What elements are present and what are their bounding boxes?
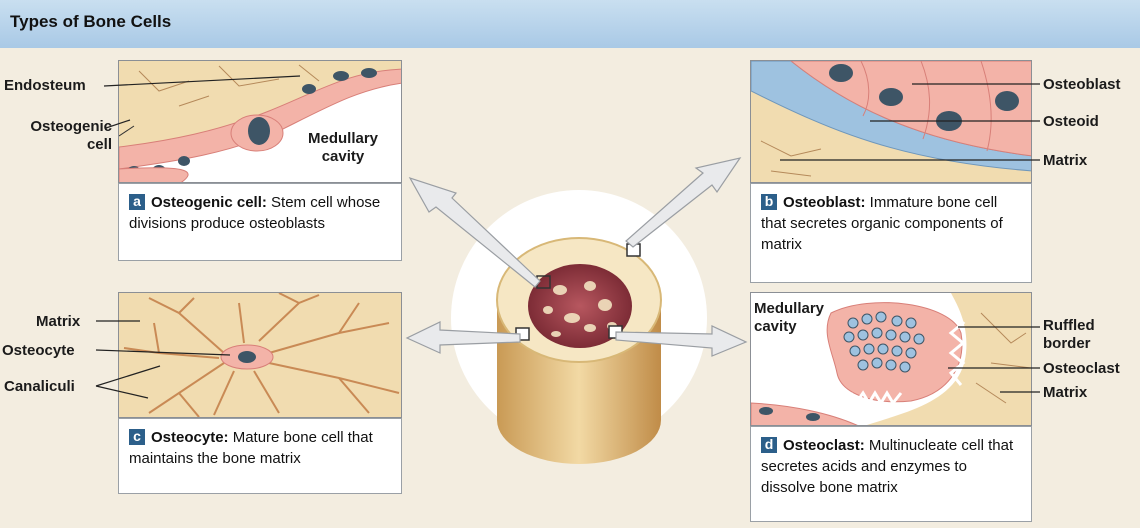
bone-cross-section: [496, 237, 662, 464]
panel-c-description: Mature bone cell that maintains the bone…: [129, 429, 373, 467]
pointer-arrows: [405, 157, 748, 357]
panel-b-term: Osteoblast:: [783, 194, 866, 211]
panel-b-badge: b: [761, 194, 777, 210]
label-medullary-cavity-a: Medullary cavity: [307, 130, 379, 165]
label-osteogenic-cell: Osteogenic cell: [30, 118, 112, 153]
title-bar: Types of Bone Cells: [0, 0, 1140, 48]
label-osteoclast: Osteoclast: [1043, 360, 1120, 377]
panel-d-caption: d Osteoclast: Multinucleate cell that sec…: [750, 426, 1032, 522]
label-matrix-b: Matrix: [1043, 152, 1088, 169]
panel-a-term: Osteogenic cell:: [151, 194, 267, 211]
panel-b-image: [750, 60, 1032, 183]
panel-d-badge: d: [761, 437, 777, 453]
label-matrix-c: Matrix: [36, 313, 81, 330]
panel-a-description: Stem cell whose divisions produce osteob…: [129, 194, 381, 232]
panel-c-term: Osteocyte:: [151, 429, 229, 446]
panel-b-caption: b Osteoblast: Immature bone cell that sec…: [750, 183, 1032, 283]
panel-b-description: Immature bone cell that secretes organic…: [761, 194, 1003, 253]
label-osteoid: Osteoid: [1043, 113, 1099, 130]
panel-d-description: Multinucleate cell that secretes acids a…: [761, 437, 1014, 496]
label-osteoblast: Osteoblast: [1043, 76, 1121, 93]
page-title: Types of Bone Cells: [10, 12, 172, 31]
panel-c-badge: c: [129, 429, 145, 445]
label-matrix-d: Matrix: [1043, 384, 1088, 401]
panel-a-badge: a: [129, 194, 145, 210]
panel-a-caption: a Osteogenic cell: Stem cell whose divisi…: [118, 183, 402, 261]
label-ruffled-border: Ruffled border: [1043, 317, 1095, 352]
label-endosteum: Endosteum: [4, 77, 86, 94]
label-canaliculi: Canaliculi: [4, 378, 75, 395]
panel-c-caption: c Osteocyte: Mature bone cell that mainta…: [118, 418, 402, 494]
panel-d-image: [750, 292, 1032, 426]
label-osteocyte: Osteocyte: [2, 342, 75, 359]
panel-d-term: Osteoclast:: [783, 437, 865, 454]
label-medullary-cavity-d: Medullary cavity: [754, 300, 825, 335]
panel-c-image: [118, 292, 402, 418]
